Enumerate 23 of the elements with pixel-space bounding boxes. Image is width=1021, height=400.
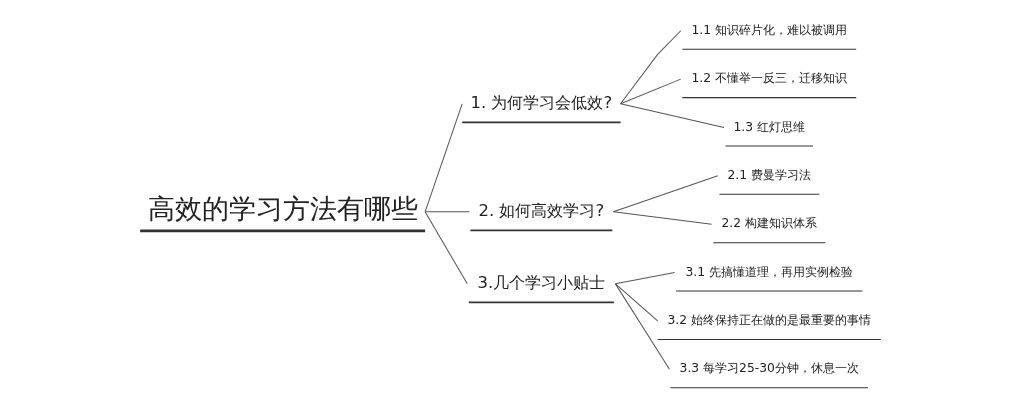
connector (620, 78, 682, 105)
connector (424, 103, 463, 213)
node-text: 2. 如何高效学习? (478, 200, 605, 220)
connector (424, 211, 470, 213)
node-text: 2.1 费曼学习法 (727, 168, 812, 183)
connector (612, 175, 719, 213)
node-text: 3.2 始终保持正在做的是最重要的事情 (667, 313, 872, 328)
node-text: 2.2 构建知识体系 (721, 216, 818, 231)
connector (614, 283, 670, 370)
connector (612, 211, 713, 225)
node-text: 3.3 每学习25-30分钟，休息一次 (679, 361, 859, 376)
node-text: 3.几个学习小贴士 (477, 272, 606, 292)
node-text: 1. 为何学习会低效? (470, 92, 613, 112)
node-text: 1.2 不懂举一反三，迁移知识 (691, 71, 848, 86)
node-text: 1.1 知识碎片化，难以被调用 (691, 22, 848, 37)
node-text: 高效的学习方法有哪些 (147, 193, 418, 225)
node-text: 3.1 先搞懂道理，再用实例检验 (685, 264, 854, 279)
connector (620, 30, 682, 105)
connector (620, 103, 725, 128)
connector (424, 211, 468, 285)
node-text: 1.3 红灯思维 (733, 119, 806, 134)
connector (614, 283, 659, 322)
connector (614, 272, 676, 285)
